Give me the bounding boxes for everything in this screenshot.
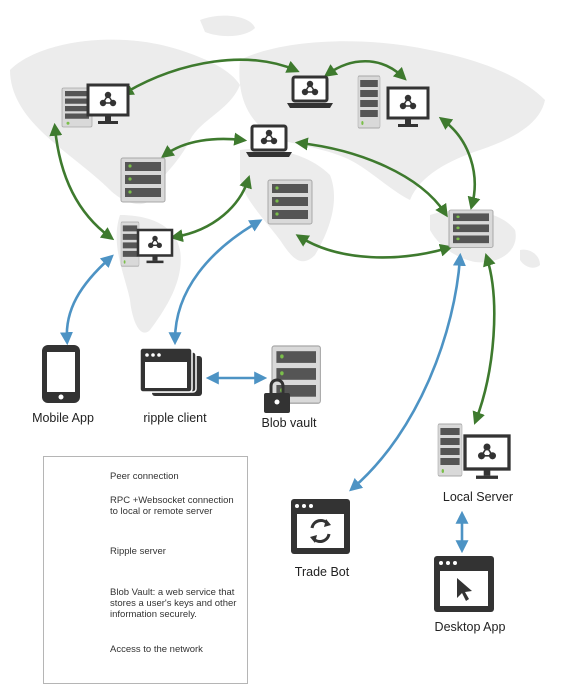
rack-northamerica-south — [120, 157, 166, 203]
ripple-client-label: ripple client — [143, 411, 207, 425]
peer-link — [160, 132, 248, 159]
peer-link — [438, 116, 481, 211]
trade-bot-label: Trade Bot — [294, 565, 350, 579]
peer-link — [49, 122, 115, 241]
peer-link — [169, 175, 252, 243]
peer-link — [120, 58, 300, 96]
laptop-europe — [246, 126, 292, 157]
laptop-europe-north — [287, 77, 333, 108]
legend-access-label: Access to the network — [110, 644, 203, 655]
legend-ripple-server-label: Ripple server — [110, 546, 166, 557]
mobile-app-icon — [42, 345, 80, 403]
ripple-client-icon — [139, 347, 202, 396]
blob-vault-label: Blob vault — [261, 416, 317, 430]
rack-africa — [267, 179, 313, 225]
peer-link — [472, 253, 496, 425]
rpc-link — [349, 252, 466, 492]
rpc-connections — [59, 219, 469, 554]
local-server-icon — [437, 423, 509, 479]
legend-blob-vault-label: Blob Vault: a web service that stores a … — [110, 587, 237, 620]
legend-rpc-label: RPC +Websocket connection to local or re… — [110, 495, 234, 517]
rpc-link — [59, 254, 114, 346]
trade-bot-icon — [291, 499, 350, 554]
desktop-app-label: Desktop App — [434, 620, 506, 634]
legend-peer-label: Peer connection — [110, 471, 179, 482]
local-server-label: Local Server — [442, 490, 514, 504]
desktop-app-icon — [434, 556, 494, 612]
rpc-link — [168, 219, 263, 346]
legend — [43, 456, 248, 684]
mobile-app-label: Mobile App — [32, 411, 94, 425]
rack-australia — [448, 209, 494, 248]
blob-vault-icon — [264, 345, 322, 413]
peer-link — [294, 137, 448, 218]
peer-link — [323, 59, 407, 81]
